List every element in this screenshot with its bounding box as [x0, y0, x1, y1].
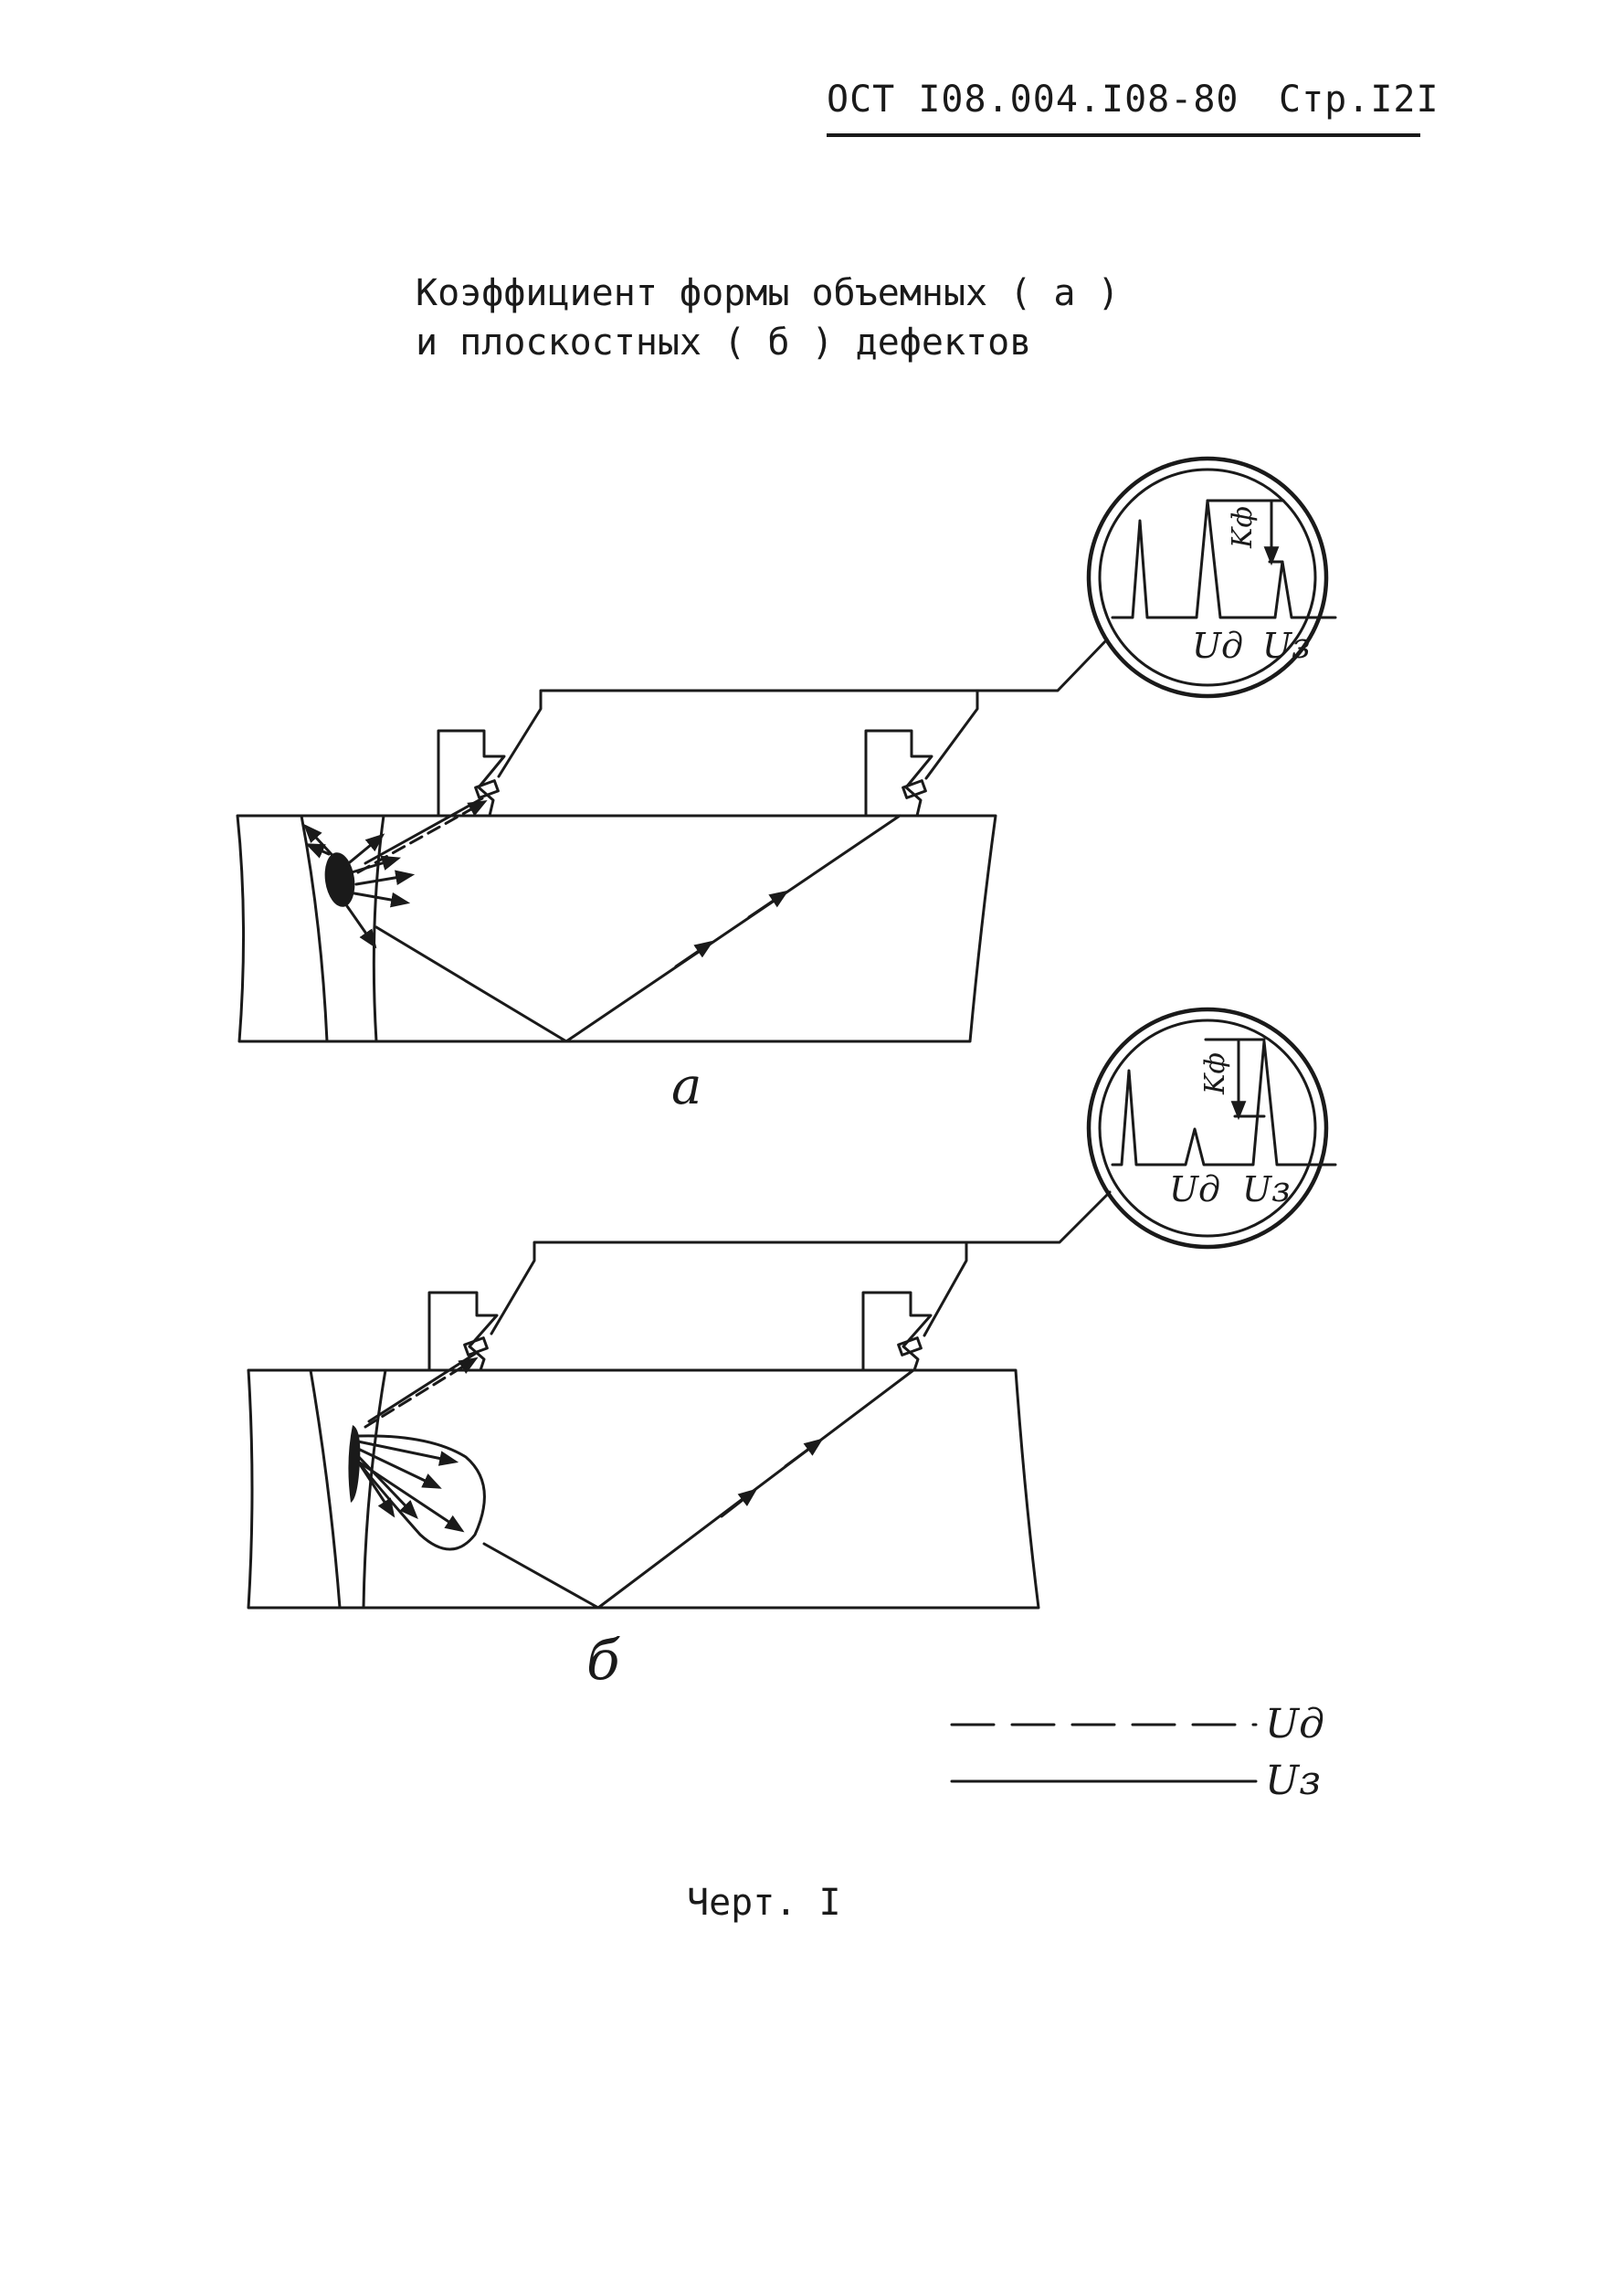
figure-a-weld-line-left [300, 814, 329, 1043]
figure-title-line-2: и плоскостных ( б ) дефектов [416, 322, 1032, 364]
figure-a-beam-path [374, 814, 902, 1043]
figure-a-ud-label: Uд [1192, 626, 1243, 666]
figure-title-line-1: Коэффициент формы объемных ( а ) [416, 272, 1120, 314]
figure-a-defect-echo-path [356, 799, 488, 874]
figure-b-cable [490, 1190, 1112, 1336]
legend-dashed-label: Uд [1265, 1701, 1324, 1747]
figure-b-beam-path [482, 1368, 915, 1610]
figure-a-kf-label: Kф [1227, 506, 1259, 549]
figure-a-workpiece [236, 814, 997, 1043]
figure-b-scatter-arrows [356, 1440, 465, 1533]
header-rule [827, 133, 1420, 137]
figure-b-workpiece [247, 1368, 1040, 1610]
figure-a-diagram: Kф Uд Uз а [236, 456, 1337, 1116]
figure-a-probe-receiver [864, 729, 933, 818]
figure-b-ud-label: Uд [1169, 1169, 1220, 1209]
document-code: ОСТ I08.004.I08-80 [827, 79, 1239, 121]
legend: Uд Uз [950, 1701, 1324, 1804]
figure-b-label: б [586, 1629, 620, 1693]
figure-a-inset-circle [1086, 456, 1329, 699]
figure-b-inset-circle [1086, 1007, 1329, 1250]
figure-b-probe-emitter [427, 1291, 499, 1372]
figure-b-uz-label: Uз [1242, 1169, 1291, 1209]
figure-a-label: а [671, 1057, 701, 1116]
figure-b-weld-line-right [362, 1368, 387, 1610]
figure-a-probe-emitter [437, 729, 506, 818]
figure-b-reflection-lobe [356, 1434, 486, 1551]
figure-a-scatter-arrows [303, 823, 416, 949]
figure-b-diagram: Kф Uд Uз б [247, 1007, 1337, 1693]
figure-b-weld-line-left [309, 1368, 342, 1610]
figure-a-inset-trace [1111, 499, 1337, 619]
figure-a-cable [497, 638, 1109, 778]
figure-b-probe-receiver [861, 1291, 933, 1372]
figure-b-planar-defect [348, 1425, 361, 1503]
figure-a-uz-label: Uз [1262, 626, 1311, 666]
figure-b-kf-label: Kф [1199, 1052, 1231, 1095]
drawing-caption: Черт. I [687, 1882, 841, 1924]
figure-b-defect-echo-path [364, 1357, 479, 1429]
page-number: Стр.I2I [1279, 79, 1439, 121]
figure-b-inset-trace [1111, 1040, 1337, 1167]
legend-solid-label: Uз [1265, 1758, 1321, 1804]
